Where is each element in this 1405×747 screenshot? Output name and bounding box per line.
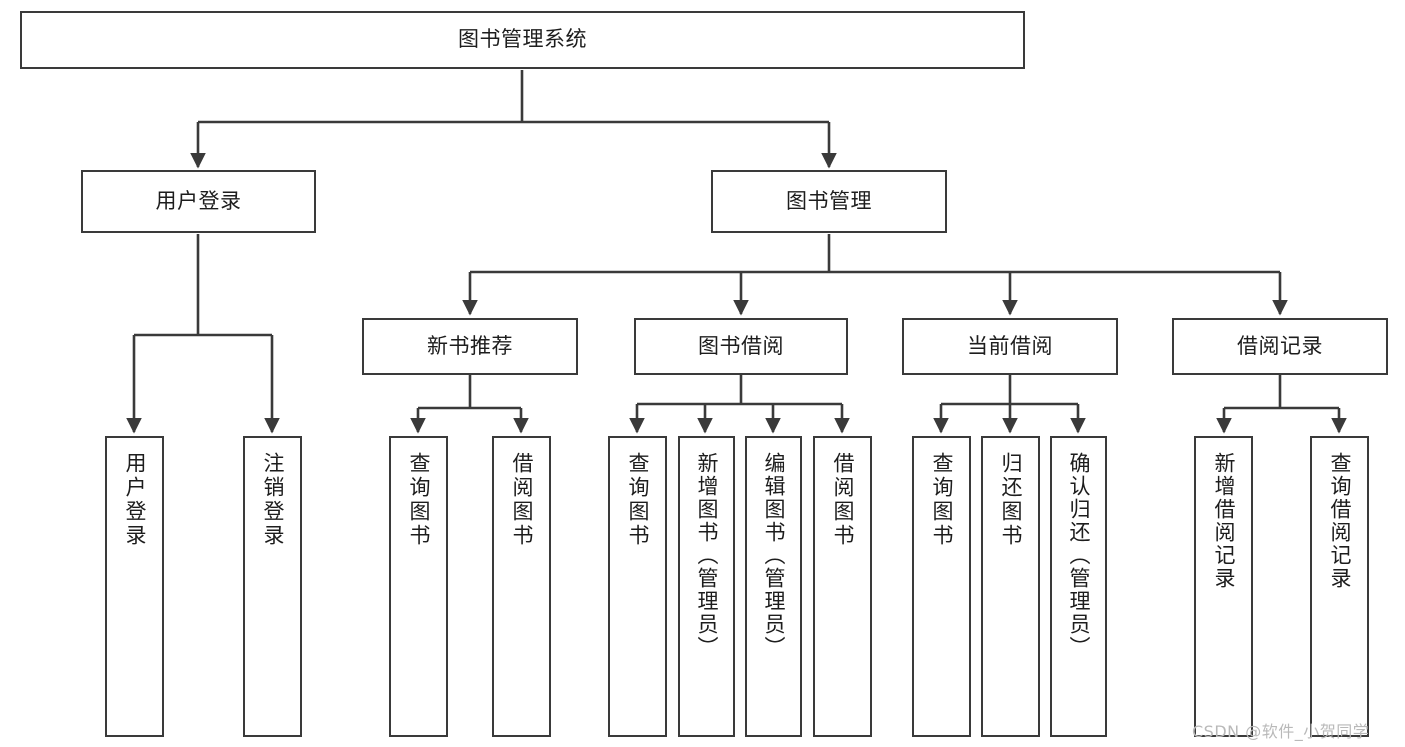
leaf-user-login-login[interactable]: 用户登录 bbox=[105, 436, 164, 737]
node-label: 确认归还（管理员） bbox=[1067, 452, 1091, 659]
node-label: 借阅记录 bbox=[1237, 333, 1323, 358]
node-user-login[interactable]: 用户登录 bbox=[81, 170, 316, 233]
node-label: 注销登录 bbox=[261, 452, 285, 548]
leaf-book-borrow-edit-book-admin[interactable]: 编辑图书（管理员） bbox=[745, 436, 802, 737]
leaf-book-borrow-borrow-book[interactable]: 借阅图书 bbox=[813, 436, 872, 737]
node-label: 借阅图书 bbox=[510, 452, 534, 548]
node-label: 借阅图书 bbox=[831, 452, 855, 548]
csdn-watermark: CSDN @软件_小贺同学 bbox=[1192, 722, 1370, 741]
leaf-borrow-record-query-record[interactable]: 查询借阅记录 bbox=[1310, 436, 1369, 737]
node-new-book-recommend[interactable]: 新书推荐 bbox=[362, 318, 578, 375]
node-label: 用户登录 bbox=[155, 188, 242, 213]
node-label: 查询图书 bbox=[930, 452, 954, 548]
node-label: 新增图书（管理员） bbox=[695, 452, 719, 659]
node-borrow-record[interactable]: 借阅记录 bbox=[1172, 318, 1388, 375]
node-label: 当前借阅 bbox=[967, 333, 1053, 358]
node-label: 图书管理系统 bbox=[458, 27, 587, 52]
node-label: 图书借阅 bbox=[698, 333, 784, 358]
leaf-new-book-query-book[interactable]: 查询图书 bbox=[389, 436, 448, 737]
leaf-current-borrow-return-book[interactable]: 归还图书 bbox=[981, 436, 1040, 737]
node-label: 新书推荐 bbox=[427, 333, 513, 358]
node-label: 归还图书 bbox=[999, 452, 1023, 548]
node-label: 查询图书 bbox=[407, 452, 431, 548]
leaf-user-login-logout[interactable]: 注销登录 bbox=[243, 436, 302, 737]
node-label: 新增借阅记录 bbox=[1212, 452, 1236, 590]
node-current-borrow[interactable]: 当前借阅 bbox=[902, 318, 1118, 375]
node-book-borrow[interactable]: 图书借阅 bbox=[634, 318, 848, 375]
leaf-book-borrow-add-book-admin[interactable]: 新增图书（管理员） bbox=[678, 436, 735, 737]
leaf-book-borrow-query-book[interactable]: 查询图书 bbox=[608, 436, 667, 737]
node-label: 图书管理 bbox=[786, 188, 872, 213]
node-book-management[interactable]: 图书管理 bbox=[711, 170, 947, 233]
node-label: 查询借阅记录 bbox=[1328, 452, 1352, 590]
node-label: 用户登录 bbox=[123, 452, 147, 548]
leaf-borrow-record-add-record[interactable]: 新增借阅记录 bbox=[1194, 436, 1253, 737]
node-label: 查询图书 bbox=[626, 452, 650, 548]
leaf-current-borrow-query-book[interactable]: 查询图书 bbox=[912, 436, 971, 737]
leaf-new-book-borrow-book[interactable]: 借阅图书 bbox=[492, 436, 551, 737]
node-root-book-management-system[interactable]: 图书管理系统 bbox=[20, 11, 1025, 69]
leaf-current-borrow-confirm-return-admin[interactable]: 确认归还（管理员） bbox=[1050, 436, 1107, 737]
node-label: 编辑图书（管理员） bbox=[762, 452, 786, 659]
